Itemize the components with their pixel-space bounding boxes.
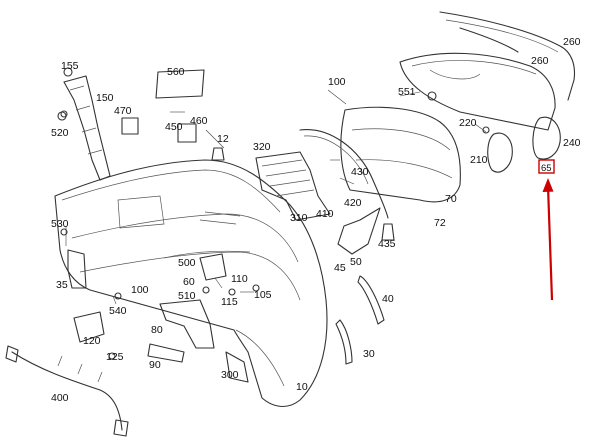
small-components <box>60 67 490 383</box>
label-30: 30 <box>363 348 375 360</box>
label-510: 510 <box>178 290 196 302</box>
label-70: 70 <box>445 193 457 205</box>
label-310: 310 <box>290 212 308 224</box>
label-460: 460 <box>190 115 208 127</box>
label-530: 530 <box>51 218 69 230</box>
label-100-lower: 100 <box>131 284 149 296</box>
label-420: 420 <box>344 197 362 209</box>
leader-lines <box>65 89 487 305</box>
label-105: 105 <box>254 289 272 301</box>
label-260-upper: 260 <box>563 36 581 48</box>
label-10: 10 <box>296 381 308 393</box>
label-155: 155 <box>61 60 79 72</box>
highlight-arrow-shaft <box>546 185 554 301</box>
label-470: 470 <box>114 105 132 117</box>
label-45: 45 <box>334 262 346 274</box>
label-400: 400 <box>51 392 69 404</box>
label-35: 35 <box>56 279 68 291</box>
label-240: 240 <box>563 137 581 149</box>
label-450: 450 <box>165 121 183 133</box>
label-72: 72 <box>434 217 446 229</box>
wiring-harness <box>5 345 129 437</box>
label-100-upper: 100 <box>328 76 346 88</box>
label-40: 40 <box>382 293 394 305</box>
label-500: 500 <box>178 257 196 269</box>
label-12: 12 <box>217 133 229 145</box>
label-120: 120 <box>83 335 101 347</box>
label-260-lower: 260 <box>531 55 549 67</box>
label-90: 90 <box>149 359 161 371</box>
part-labels: 560 155 150 470 520 450 460 12 100 551 2… <box>51 36 581 404</box>
label-210: 210 <box>470 154 488 166</box>
label-110: 110 <box>231 273 248 285</box>
label-220: 220 <box>459 117 477 129</box>
highlighted-part: 65 <box>538 159 555 301</box>
label-520: 520 <box>51 127 69 139</box>
highlight-box <box>538 159 555 174</box>
bumper-cover <box>54 159 328 408</box>
label-320: 320 <box>253 141 271 153</box>
label-50: 50 <box>350 256 362 268</box>
label-150: 150 <box>96 92 114 104</box>
label-551: 551 <box>398 86 416 98</box>
label-410: 410 <box>316 208 334 220</box>
label-560: 560 <box>167 66 185 78</box>
label-60: 60 <box>183 276 195 288</box>
label-80: 80 <box>151 324 163 336</box>
label-65: 65 <box>541 163 552 174</box>
side-trim-parts <box>255 116 561 365</box>
highlight-arrow-head <box>542 178 554 192</box>
label-125: 125 <box>106 351 124 363</box>
label-435: 435 <box>378 238 396 250</box>
label-115: 115 <box>221 296 238 308</box>
label-540: 540 <box>109 305 127 317</box>
label-430: 430 <box>351 166 369 178</box>
label-300: 300 <box>221 369 239 381</box>
